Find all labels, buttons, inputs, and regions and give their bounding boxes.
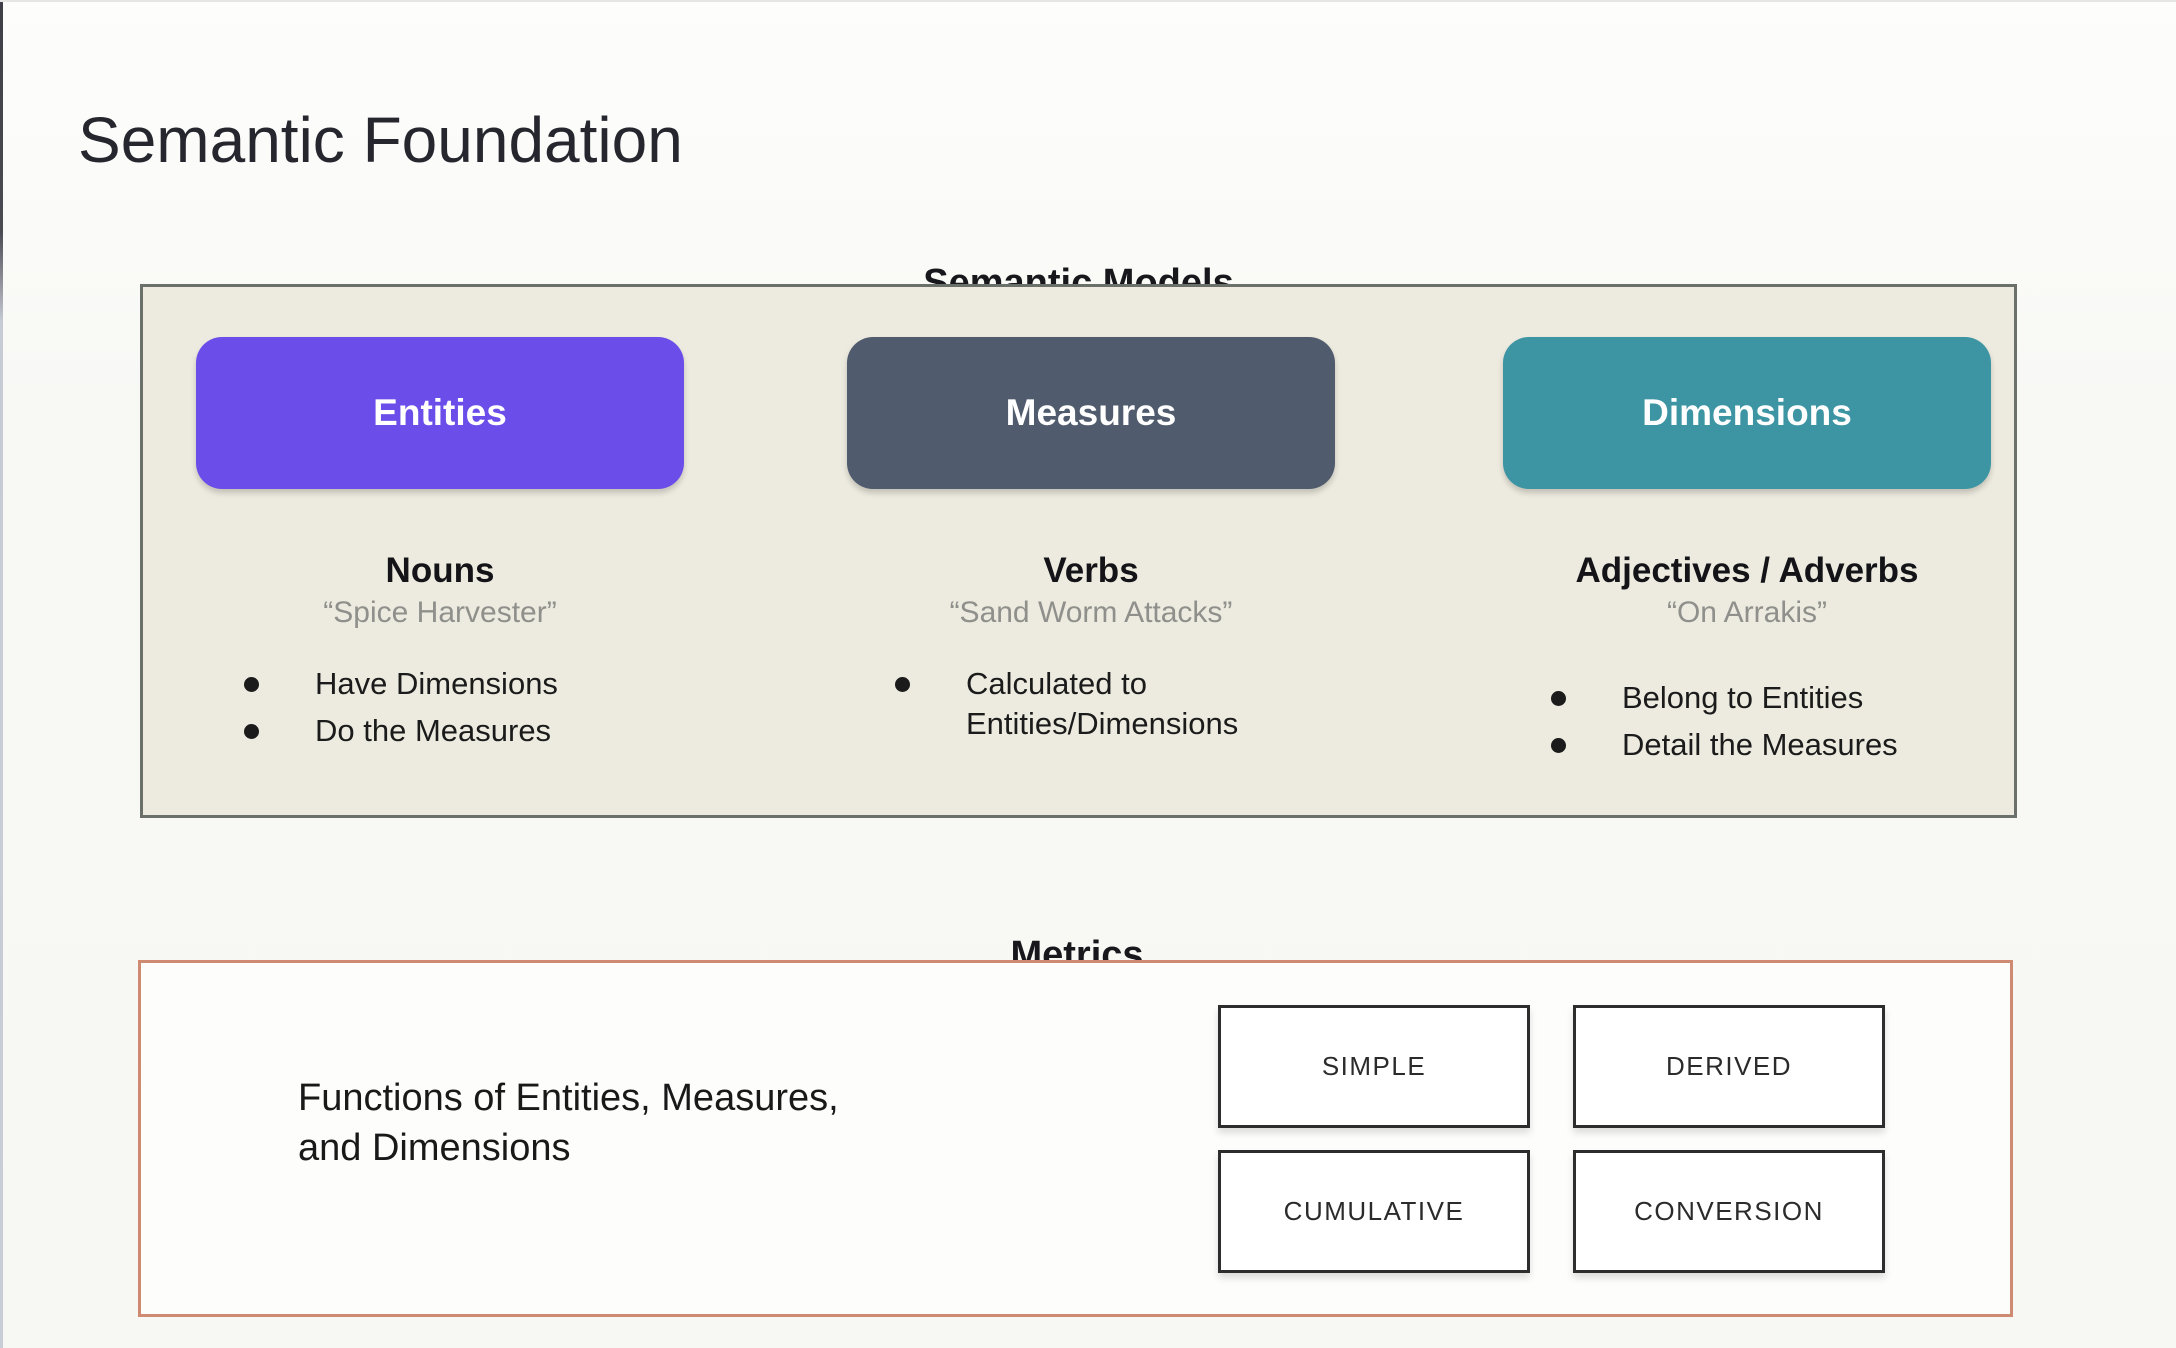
bullet-dot-icon (1551, 691, 1566, 706)
bullet-dot-icon (895, 677, 910, 692)
metrics-box: Functions of Entities, Measures, and Dim… (138, 960, 2013, 1317)
measures-bullet-list: Calculated to Entities/Dimensions (847, 664, 1278, 744)
model-column-entities: Entities Nouns “Spice Harvester” Have Di… (196, 287, 684, 751)
metrics-description-line2: and Dimensions (298, 1127, 571, 1169)
bullet-dot-icon (244, 724, 259, 739)
dimensions-bullet-list: Belong to Entities Detail the Measures (1503, 678, 1898, 765)
metric-card-simple: SIMPLE (1218, 1005, 1530, 1128)
model-column-measures: Measures Verbs “Sand Worm Attacks” Calcu… (847, 287, 1335, 744)
entities-example-label: “Spice Harvester” (323, 596, 557, 629)
metric-types-grid: SIMPLE DERIVED CUMULATIVE CONVERSION (1218, 1005, 1885, 1273)
metrics-description: Functions of Entities, Measures, and Dim… (298, 1073, 839, 1173)
measures-pill: Measures (847, 337, 1335, 489)
entities-role-label: Nouns (385, 551, 495, 590)
list-item: Calculated to Entities/Dimensions (895, 664, 1278, 744)
list-item: Belong to Entities (1551, 678, 1898, 718)
list-item: Have Dimensions (244, 664, 558, 704)
dimensions-role-label: Adjectives / Adverbs (1575, 551, 1919, 590)
list-item: Detail the Measures (1551, 725, 1898, 765)
measures-example-label: “Sand Worm Attacks” (949, 596, 1233, 629)
semantic-models-box: Entities Nouns “Spice Harvester” Have Di… (140, 284, 2017, 818)
bullet-dot-icon (244, 677, 259, 692)
dimensions-pill: Dimensions (1503, 337, 1991, 489)
entities-bullet-list: Have Dimensions Do the Measures (196, 664, 558, 751)
page-left-edge (0, 2, 3, 1348)
metrics-description-line1: Functions of Entities, Measures, (298, 1077, 839, 1119)
list-item: Do the Measures (244, 711, 558, 751)
metric-card-cumulative: CUMULATIVE (1218, 1150, 1530, 1273)
measures-role-label: Verbs (1043, 551, 1139, 590)
entities-pill: Entities (196, 337, 684, 489)
metric-card-derived: DERIVED (1573, 1005, 1885, 1128)
model-column-dimensions: Dimensions Adjectives / Adverbs “On Arra… (1503, 287, 1991, 765)
bullet-dot-icon (1551, 738, 1566, 753)
metric-card-conversion: CONVERSION (1573, 1150, 1885, 1273)
dimensions-example-label: “On Arrakis” (1666, 596, 1828, 629)
page-title: Semantic Foundation (78, 103, 683, 176)
